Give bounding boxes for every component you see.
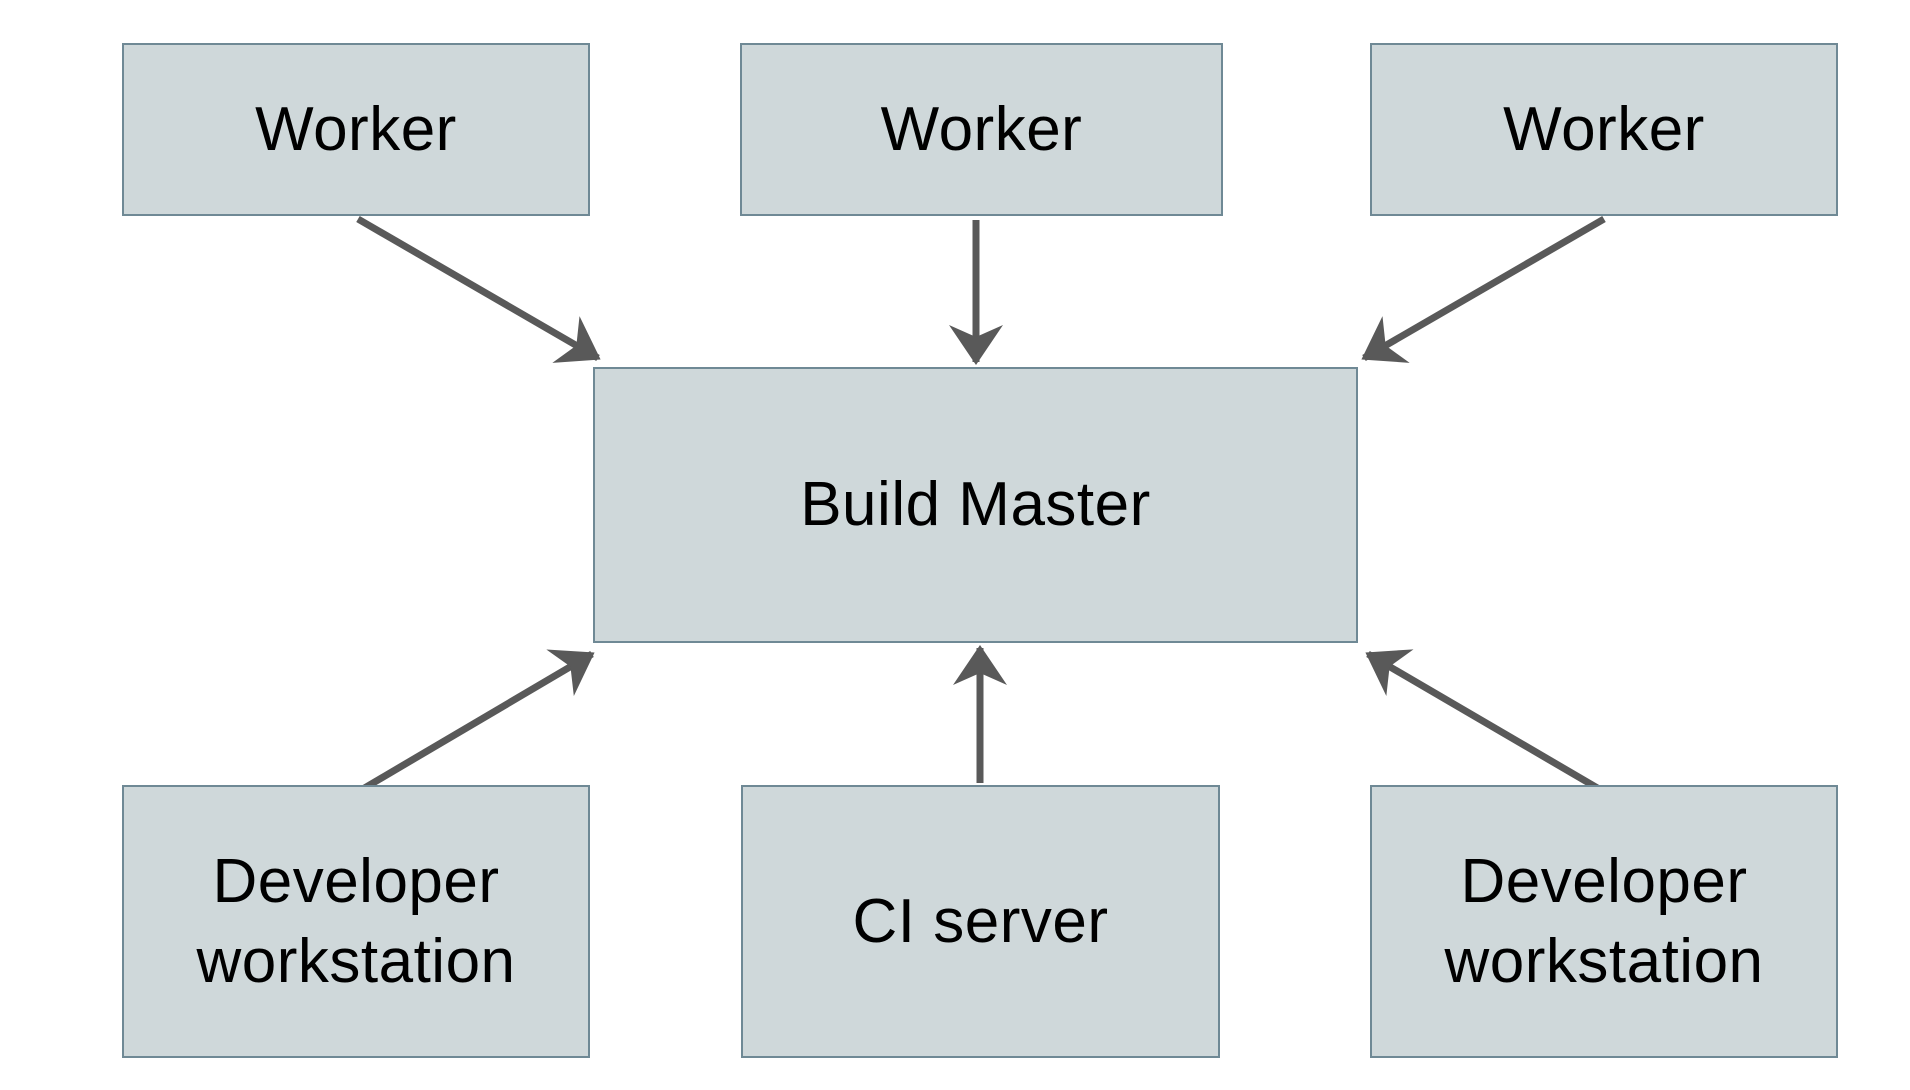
node-developer-workstation-1: Developer workstation (122, 785, 590, 1058)
node-ci-server-label: CI server (852, 886, 1109, 956)
arrow-developer-workstation-1-to-build-master (354, 649, 595, 797)
arrow-worker-3-to-build-master (1361, 215, 1606, 363)
node-build-master-label: Build Master (800, 470, 1151, 540)
node-ci-server: CI server (741, 785, 1220, 1058)
node-worker-1-label: Worker (255, 94, 457, 164)
node-developer-workstation-1-label: Developer workstation (196, 847, 516, 996)
node-worker-2-label: Worker (880, 94, 1083, 164)
node-worker-3-label: Worker (1503, 94, 1705, 164)
node-worker-2: Worker (740, 43, 1223, 216)
arrow-worker-1-to-build-master (356, 215, 601, 363)
node-worker-3: Worker (1370, 43, 1838, 216)
arrow-developer-workstation-2-to-build-master (1365, 649, 1608, 797)
node-worker-1: Worker (122, 43, 590, 216)
node-developer-workstation-2: Developer workstation (1370, 785, 1838, 1058)
node-build-master: Build Master (593, 367, 1358, 643)
node-developer-workstation-2-label: Developer workstation (1444, 847, 1764, 996)
